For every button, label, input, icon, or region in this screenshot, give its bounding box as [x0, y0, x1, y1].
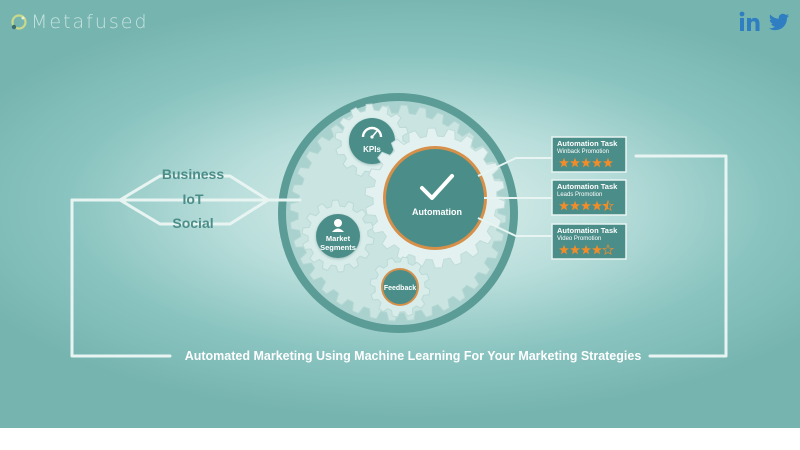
star-filled-icon: [581, 244, 591, 255]
star-filled-icon: [570, 244, 580, 255]
star-filled-icon: [570, 200, 580, 211]
iot-label: IoT: [183, 191, 204, 207]
star-filled-icon: [581, 200, 591, 211]
speedometer-icon: [361, 126, 383, 139]
task-subtitle: Video Promotion: [557, 236, 601, 242]
star-filled-icon: [603, 157, 613, 168]
star-filled-icon: [559, 244, 569, 255]
market-label-line2: Segments: [320, 243, 356, 252]
automation-gear: Automation: [364, 127, 506, 269]
feedback-label: Feedback: [384, 285, 416, 292]
feedback-gear: Feedback: [369, 256, 431, 318]
market-label-line1: Market: [326, 234, 351, 243]
market-segments-gear: Market Segments: [301, 199, 375, 273]
task-card-box: [551, 179, 627, 216]
metafused-logo[interactable]: Metafused: [10, 10, 149, 34]
person-icon: [332, 219, 344, 232]
diagram-caption: Automated Marketing Using Machine Learni…: [185, 349, 642, 363]
task-subtitle: Winback Promotion: [557, 149, 609, 155]
linkedin-icon[interactable]: [739, 11, 761, 33]
star-filled-icon: [570, 157, 580, 168]
task-card-box: [551, 223, 627, 260]
logo-mark-icon: [11, 14, 27, 30]
automation-diagram: KPIs Automation Market Segments Feedback: [70, 93, 728, 363]
kpis-label: KPIs: [363, 145, 381, 154]
star-filled-icon: [559, 200, 569, 211]
task-title: Automation Task: [557, 182, 618, 191]
twitter-icon[interactable]: [768, 11, 790, 33]
star-filled-icon: [559, 157, 569, 168]
automation-label: Automation: [412, 207, 462, 217]
social-label: Social: [172, 215, 213, 231]
task-subtitle: Leads Promotion: [557, 192, 602, 198]
task-title: Automation Task: [557, 226, 618, 235]
page-bottom-strip: [0, 428, 800, 450]
star-filled-icon: [592, 244, 602, 255]
task-card-box: [551, 136, 627, 173]
task-title: Automation Task: [557, 139, 618, 148]
checkmark-icon: [420, 174, 454, 200]
business-label: Business: [162, 166, 224, 182]
input-lines: [70, 154, 728, 358]
logo-text: Metafused: [31, 11, 149, 33]
star-filled-icon: [581, 157, 591, 168]
star-half-fill: [603, 200, 608, 211]
star-empty-icon: [602, 243, 614, 256]
star-filled-icon: [592, 157, 602, 168]
task-connector-lines: [477, 157, 552, 237]
hero-banner: Metafused: [0, 0, 800, 428]
star-filled-icon: [592, 200, 602, 211]
